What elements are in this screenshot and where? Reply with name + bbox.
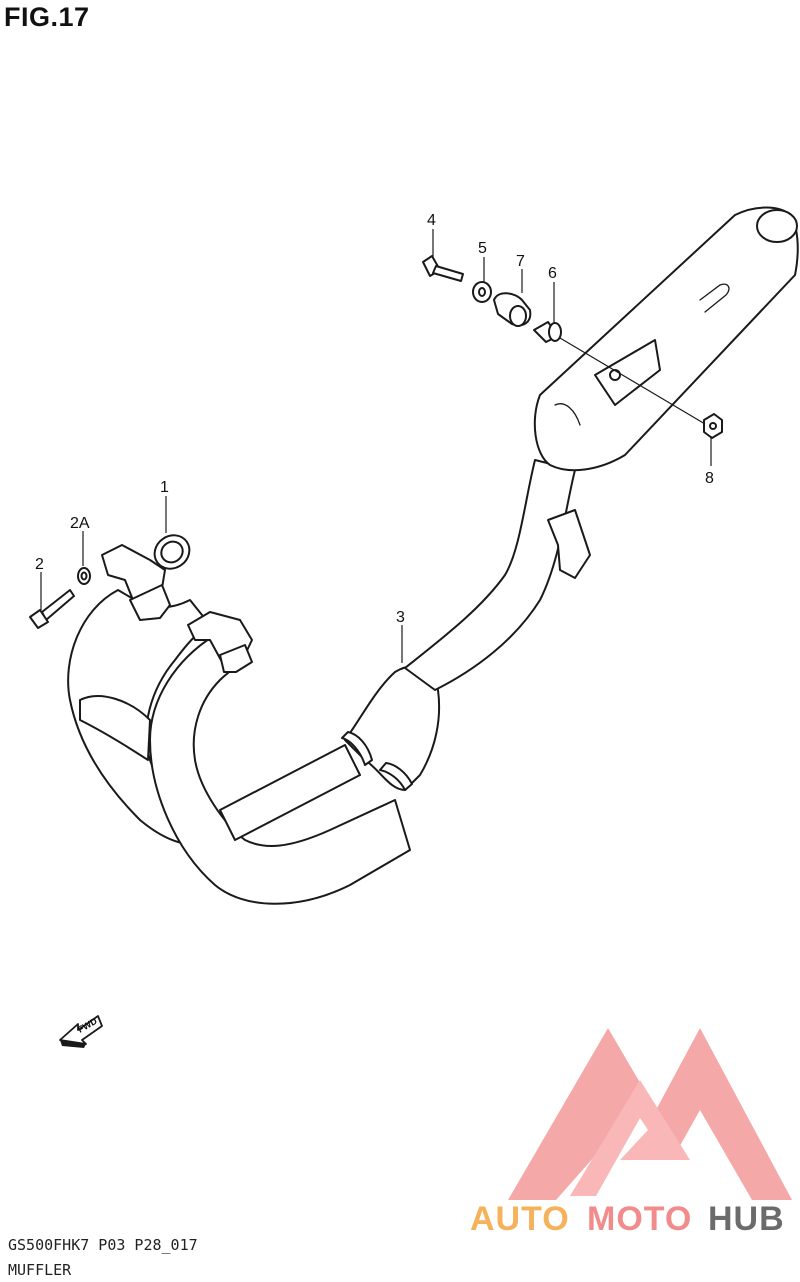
callout-7: 7	[516, 253, 525, 270]
callout-5: 5	[478, 240, 487, 257]
gasket-ring	[153, 534, 191, 570]
callout-8: 8	[705, 470, 714, 487]
callout-4: 4	[427, 212, 436, 229]
callout-6: 6	[548, 265, 557, 282]
callout-2a: 2A	[70, 515, 90, 532]
bolt-2	[29, 589, 75, 629]
exhaust-flange-rear	[187, 611, 253, 673]
watermark-text-hub: HUB	[708, 1200, 785, 1238]
watermark-logo-icon	[508, 1028, 792, 1200]
figure-name: MUFFLER	[8, 1261, 72, 1279]
figure-title: FIG.17	[4, 2, 90, 32]
muffler-body	[533, 206, 799, 472]
callout-2: 2	[35, 556, 44, 573]
mounting-axis-line	[559, 337, 706, 425]
bolt-4	[422, 255, 464, 282]
watermark-text-auto: AUTO	[470, 1200, 570, 1238]
rubber-bush-7	[493, 292, 532, 327]
nut-8	[703, 413, 723, 439]
exhaust-pipe-assembly	[67, 459, 591, 905]
callout-3: 3	[396, 609, 405, 626]
washer-5	[472, 281, 492, 303]
fwd-arrow-icon	[59, 1015, 103, 1048]
figure-code: GS500FHK7 P03 P28_017	[8, 1236, 198, 1254]
callout-1: 1	[160, 479, 169, 496]
watermark-text-moto: MOTO	[587, 1200, 692, 1238]
collar-6	[533, 321, 562, 343]
washer-2a	[77, 567, 91, 585]
exhaust-flange-front	[101, 544, 171, 621]
